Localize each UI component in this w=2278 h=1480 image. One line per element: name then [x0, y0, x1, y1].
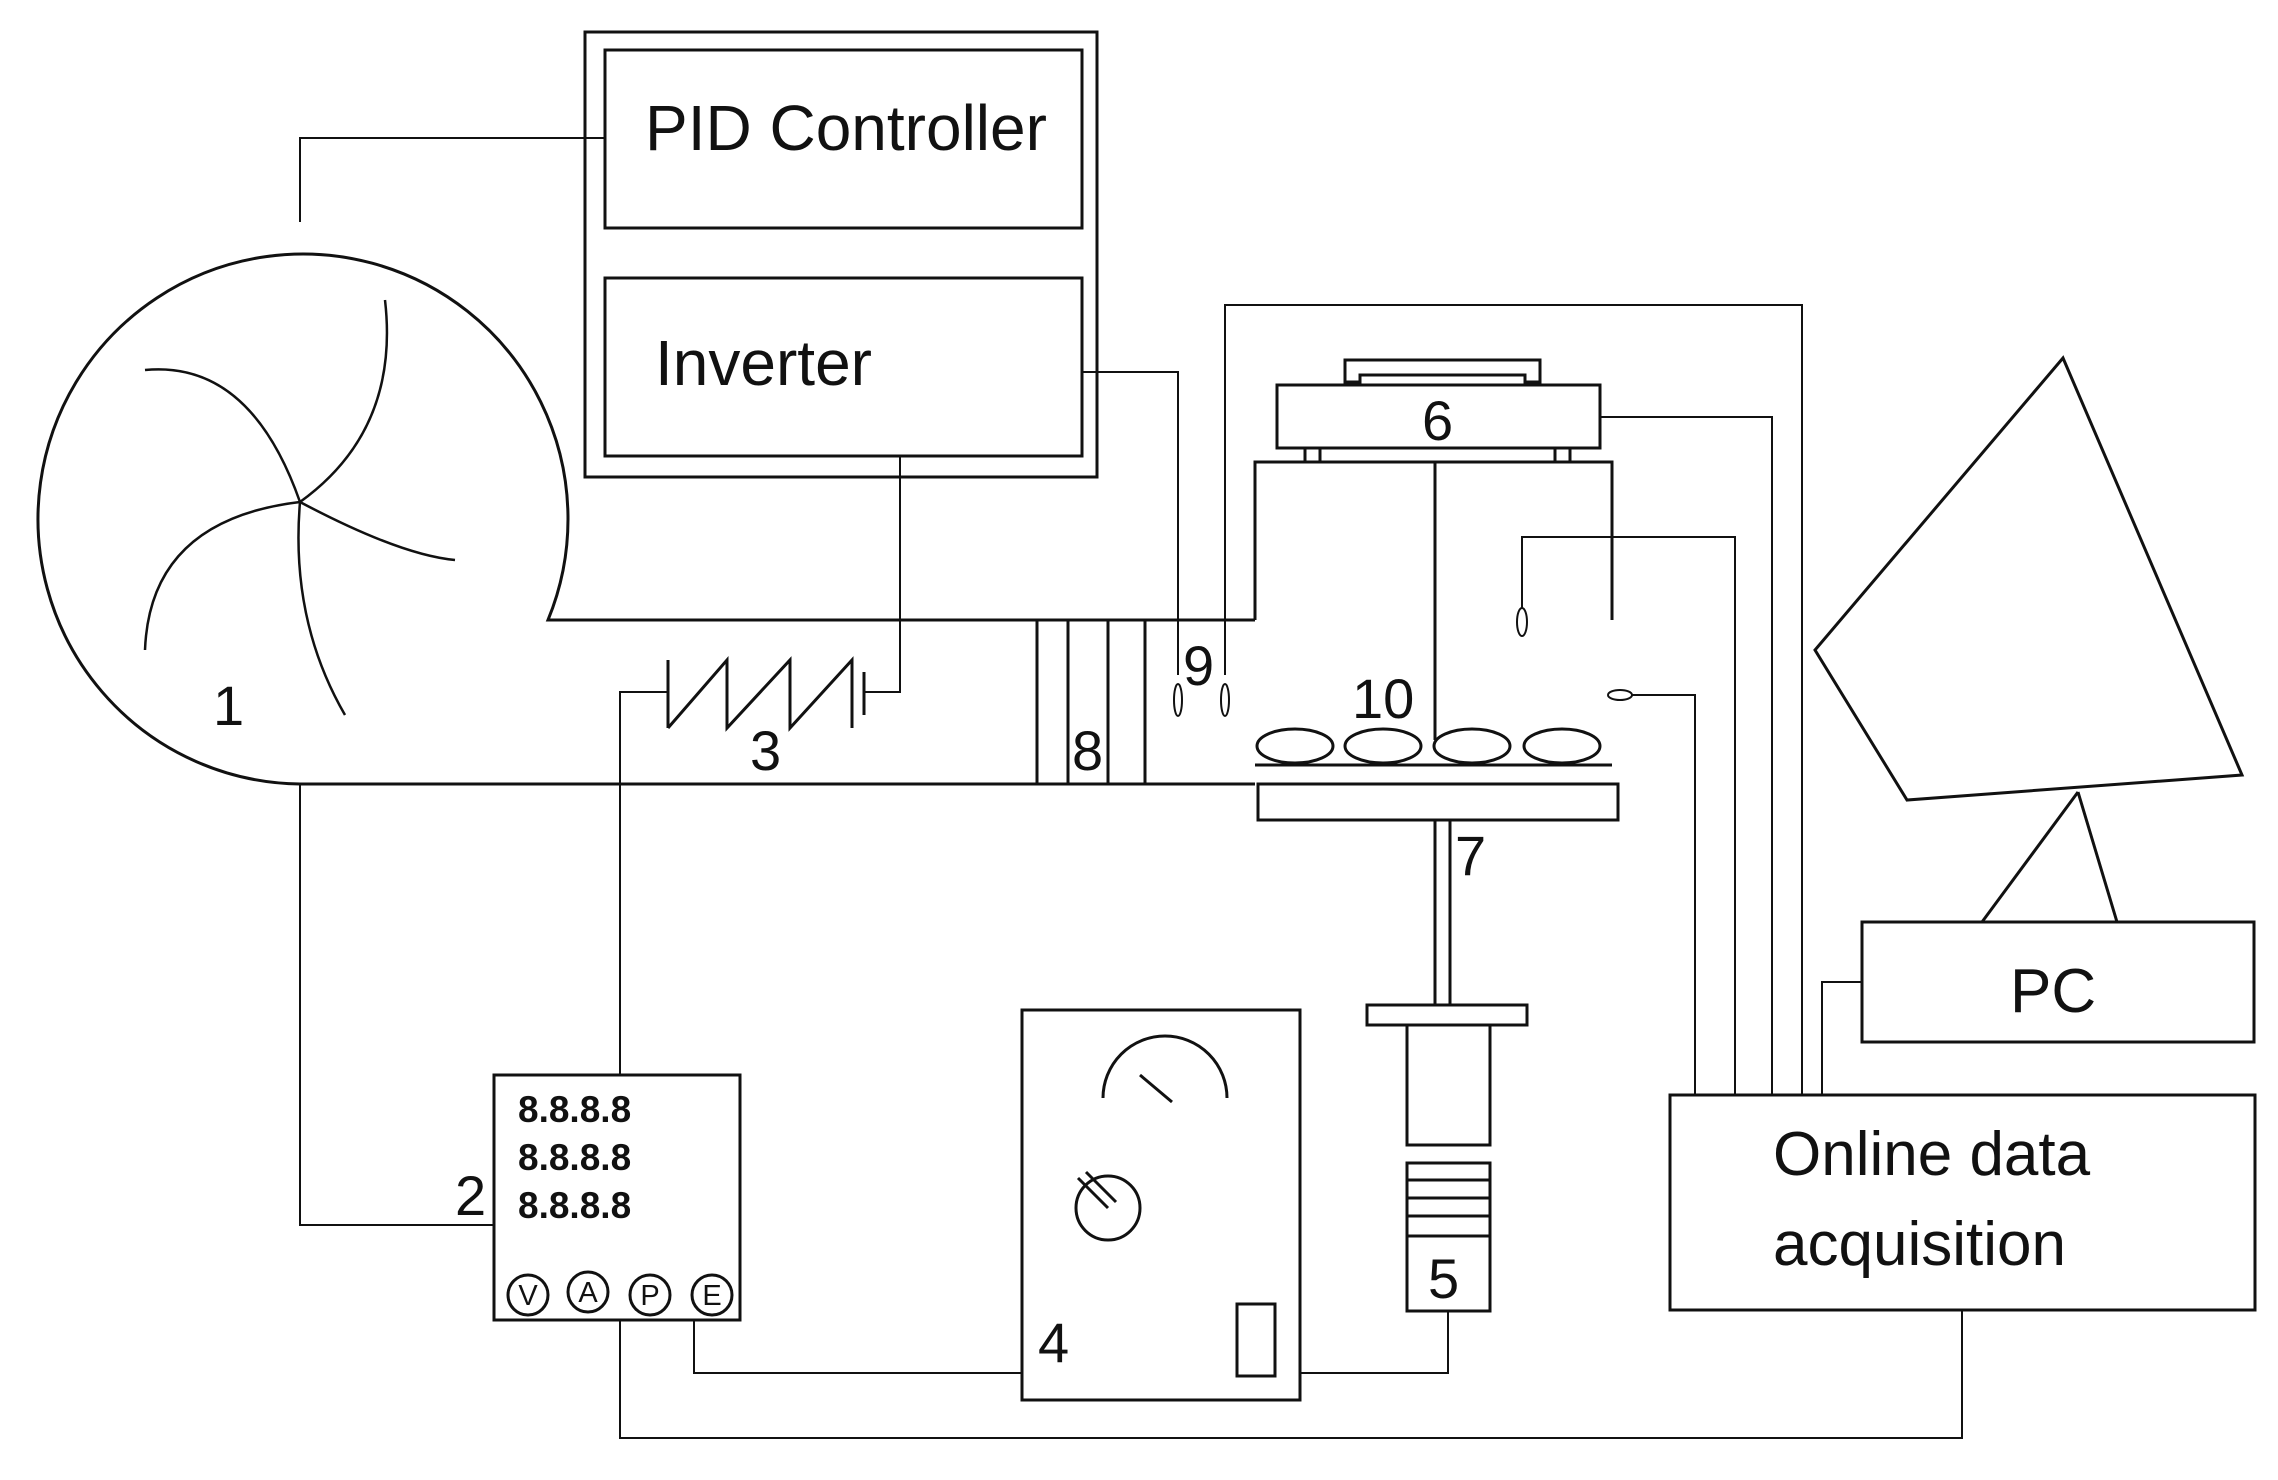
svg-text:P: P [640, 1280, 659, 1312]
monitor-icon [1813, 355, 2245, 802]
wire-inverter-heater [864, 456, 901, 693]
gauge-needle [1139, 1073, 1173, 1104]
meter-button-v[interactable] [506, 1273, 550, 1317]
sample-icon [1522, 727, 1602, 765]
label-6: 6 [1422, 389, 1453, 452]
wire-pump-syringe [1300, 1310, 1449, 1374]
svg-text:V: V [518, 1280, 538, 1312]
inverter-box [603, 276, 1084, 458]
wire-fan-meter [299, 784, 494, 1226]
support-plate [1256, 782, 1620, 822]
syringe: 5 [1365, 1003, 1529, 1313]
sample-icon [1343, 727, 1423, 765]
svg-text:E: E [702, 1280, 721, 1312]
control-cabinet: PID Controller Inverter [583, 30, 1099, 479]
wire-fan-pid [299, 137, 605, 222]
wire-meter-daq [619, 1310, 1963, 1439]
wire-daq-pc [1821, 981, 1862, 1095]
wire-inverter-sensor [1082, 371, 1179, 675]
gauge-icon [1101, 1034, 1229, 1099]
fan-blades-icon [143, 299, 456, 716]
pump-controller: 4 [1020, 1008, 1302, 1402]
sample-icon [1432, 727, 1512, 765]
label-7: 7 [1455, 824, 1486, 887]
meter-display-1: 8.8.8.8 [518, 1089, 631, 1130]
power-meter: 8.8.8.8 8.8.8.8 8.8.8.8 V A P E 2 [455, 1073, 742, 1322]
svg-text:A: A [578, 1277, 598, 1309]
humidity-probe-icon [1220, 683, 1230, 717]
daq-label-line2: acquisition [1773, 1210, 2066, 1279]
drying-chamber: 6 10 7 [1253, 358, 1633, 1005]
pc-box [1860, 920, 2256, 1044]
daq-label-line1: Online data [1773, 1120, 2091, 1189]
sensors-9: 9 [1173, 634, 1230, 717]
label-1: 1 [213, 674, 244, 737]
balance-body [1275, 383, 1602, 450]
label-3: 3 [750, 719, 781, 782]
wire-humidity-daq [1628, 694, 1696, 1095]
inverter-label: Inverter [655, 327, 872, 399]
chamber-humidity-sensor-icon [1607, 689, 1633, 701]
heater: 3 [666, 655, 866, 782]
sample-icon [1255, 727, 1335, 765]
wire-meter-pump [693, 1306, 1022, 1374]
label-10: 10 [1352, 667, 1414, 730]
wire-balance-daq [1600, 416, 1773, 1095]
chamber-thermocouple-icon [1516, 607, 1528, 637]
wire-thermocouple-daq [1521, 536, 1736, 1095]
label-2: 2 [455, 1164, 486, 1227]
syringe-plunger-head [1365, 1003, 1529, 1027]
meter-button-e[interactable] [690, 1273, 734, 1317]
wire-heater-meter [619, 691, 668, 1075]
online-data-acquisition: Online data acquisition [1668, 1093, 2257, 1312]
pid-controller-label: PID Controller [645, 92, 1047, 164]
switch-icon [1235, 1302, 1277, 1378]
meter-button-a[interactable] [566, 1270, 610, 1314]
pc: PC [1813, 355, 2256, 1044]
daq-box [1668, 1093, 2257, 1312]
meter-display-3: 8.8.8.8 [518, 1185, 631, 1226]
label-5: 5 [1428, 1247, 1459, 1310]
syringe-barrel [1405, 1025, 1492, 1147]
wiring [299, 137, 1963, 1439]
label-4: 4 [1038, 1311, 1069, 1374]
meter-button-p[interactable] [628, 1273, 672, 1317]
blower-fan: 1 [36, 252, 1255, 786]
pc-label: PC [2010, 957, 2096, 1026]
monitor-stand-right [2076, 791, 2119, 923]
label-9: 9 [1183, 634, 1214, 697]
wire-sensor-daq-top [1224, 304, 1803, 1095]
meter-display-2: 8.8.8.8 [518, 1137, 631, 1178]
monitor-stand-left [1980, 791, 2080, 923]
temperature-probe-icon [1173, 683, 1183, 717]
blower-housing [36, 252, 1255, 786]
flow-straightener: 8 [1035, 620, 1147, 784]
label-8: 8 [1072, 719, 1103, 782]
